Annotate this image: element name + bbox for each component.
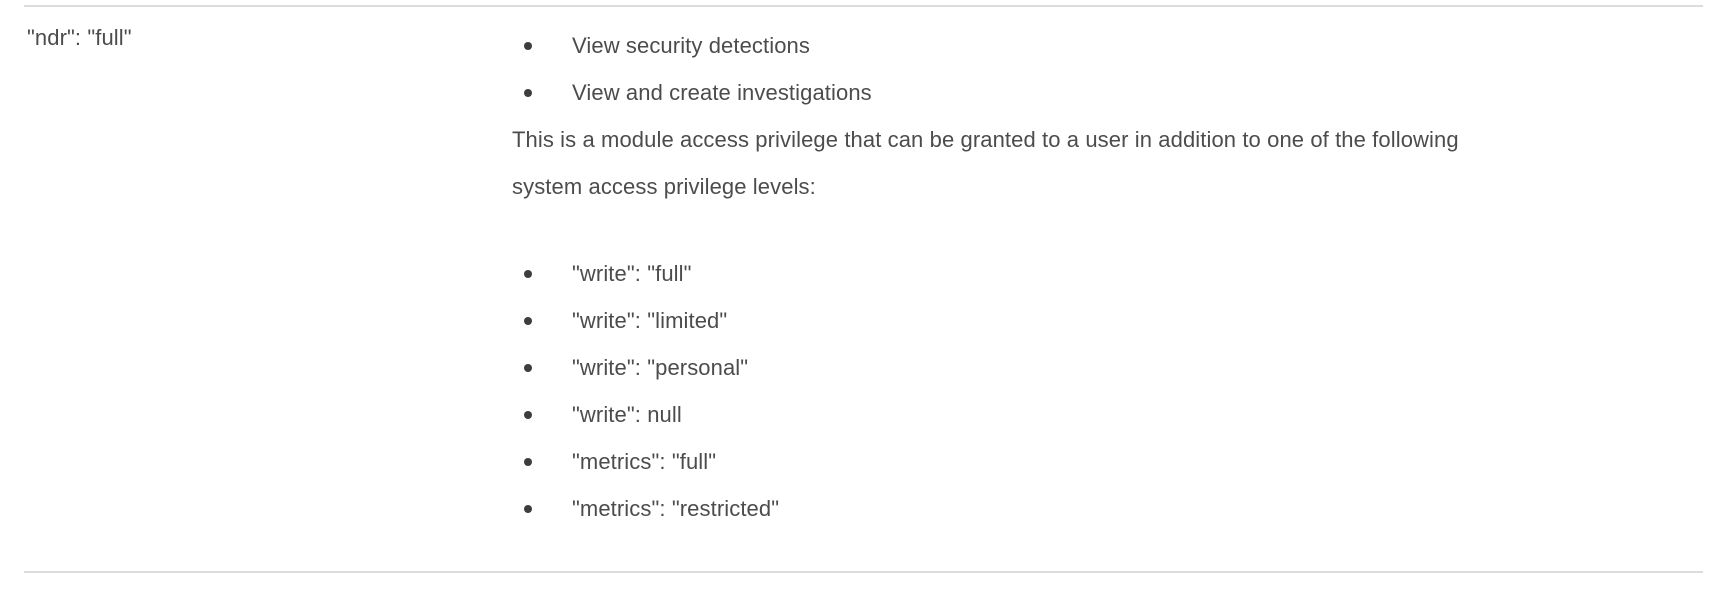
privilege-key-value: "ndr": "full": [27, 25, 132, 50]
bullet-icon: [524, 411, 532, 419]
bullet-icon: [524, 458, 532, 466]
privilege-levels-list: "write": "full" "write": "limited" "writ…: [512, 250, 1671, 532]
list-item-label: "write": "full": [572, 261, 692, 286]
list-item-label: "write": "personal": [572, 355, 749, 380]
bullet-icon: [524, 317, 532, 325]
list-item-label: "write": "limited": [572, 308, 728, 333]
list-item: "metrics": "restricted": [512, 485, 1671, 532]
list-item: View security detections: [512, 22, 1671, 69]
list-item-label: "write": null: [572, 402, 682, 427]
list-item: View and create investigations: [512, 69, 1671, 116]
privilege-description-paragraph: This is a module access privilege that c…: [512, 127, 1459, 199]
bullet-icon: [524, 505, 532, 513]
list-item-label: "metrics": "full": [572, 449, 717, 474]
row-bottom-divider: [24, 571, 1703, 573]
row-top-divider: [24, 5, 1703, 7]
list-item: "write": "limited": [512, 297, 1671, 344]
list-item: "write": "full": [512, 250, 1671, 297]
bullet-icon: [524, 270, 532, 278]
table-row: "ndr": "full" View security detections V…: [0, 22, 1711, 532]
list-item-label: View and create investigations: [572, 80, 872, 105]
list-item-label: "metrics": "restricted": [572, 496, 780, 521]
list-item: "metrics": "full": [512, 438, 1671, 485]
bullet-icon: [524, 42, 532, 50]
list-item-label: View security detections: [572, 33, 810, 58]
list-item: "write": "personal": [512, 344, 1671, 391]
bullet-icon: [524, 89, 532, 97]
list-item: "write": null: [512, 391, 1671, 438]
bullet-icon: [524, 364, 532, 372]
capabilities-list: View security detections View and create…: [512, 22, 1671, 116]
table-cell-privilege-key: "ndr": "full": [0, 22, 512, 54]
table-cell-privilege-description: View security detections View and create…: [512, 22, 1711, 532]
